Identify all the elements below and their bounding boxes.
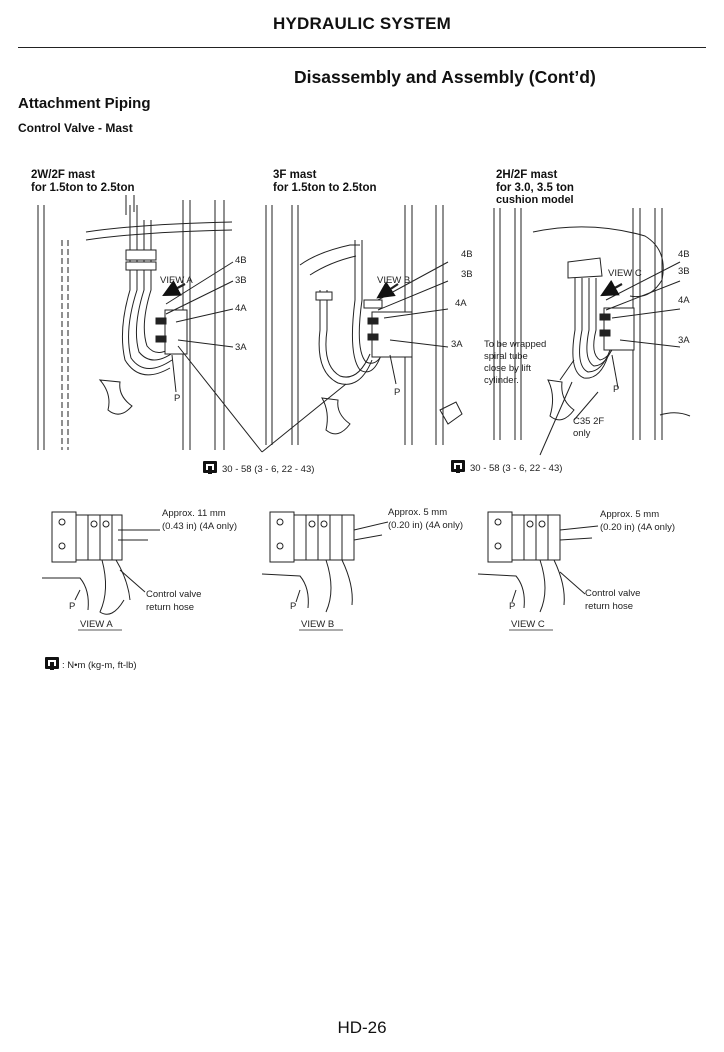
panel1-title-line2: for 1.5ton to 2.5ton <box>31 182 135 194</box>
panel2-label-4a: 4A <box>455 298 467 309</box>
note-c35-line2: only <box>573 428 591 439</box>
detail-c-view-label: VIEW C <box>511 619 545 630</box>
legend-text: : N•m (kg-m, ft-lb) <box>62 660 137 671</box>
panel-2h2f <box>493 208 691 456</box>
detail-a-approx-line1: Approx. 11 mm <box>162 508 226 519</box>
panel1-label-4a: 4A <box>235 303 247 314</box>
note-wrap-line2: spiral tube <box>484 351 528 362</box>
detail-view-a <box>42 511 160 615</box>
panel1-label-p: P <box>174 393 180 404</box>
note-wrap-line3: close by lift <box>484 363 531 374</box>
panel2-title-line2: for 1.5ton to 2.5ton <box>273 182 377 194</box>
panel-2w2f <box>37 195 263 453</box>
panel3-label-4a: 4A <box>678 295 690 306</box>
detail-view-c <box>477 511 599 613</box>
detail-c-approx-line2: (0.20 in) (4A only) <box>600 522 675 533</box>
detail-c-p-label: P <box>509 601 515 612</box>
detail-a-p-label: P <box>69 601 75 612</box>
section-title: Disassembly and Assembly (Cont’d) <box>294 67 596 87</box>
panel2-view-label: VIEW B <box>377 275 410 286</box>
panel1-label-4b: 4B <box>235 255 247 266</box>
header-rule <box>18 47 706 48</box>
panel3-label-4b: 4B <box>678 249 690 260</box>
panel1-title-line1: 2W/2F mast <box>31 169 95 181</box>
panel-3f <box>261 205 463 453</box>
detail-a-approx-line2: (0.43 in) (4A only) <box>162 521 237 532</box>
panel3-label-3a: 3A <box>678 335 690 346</box>
detail-a-return-line1: Control valve <box>146 589 201 600</box>
note-c35-line1: C35 2F <box>573 416 604 427</box>
panel3-view-label: VIEW C <box>608 268 642 279</box>
torque-spec-left: 30 - 58 (3 - 6, 22 - 43) <box>222 464 314 475</box>
heading-attachment-piping: Attachment Piping <box>18 95 151 112</box>
torque-wrench-icon <box>451 460 465 473</box>
detail-a-view-label: VIEW A <box>80 619 113 630</box>
torque-spec-right: 30 - 58 (3 - 6, 22 - 43) <box>470 463 562 474</box>
panel3-title-line1: 2H/2F mast <box>496 169 558 181</box>
header-title: HYDRAULIC SYSTEM <box>273 14 451 33</box>
detail-c-return-line1: Control valve <box>585 588 640 599</box>
detail-c-approx-line1: Approx. 5 mm <box>600 509 659 520</box>
detail-b-view-label: VIEW B <box>301 619 334 630</box>
detail-b-p-label: P <box>290 601 296 612</box>
panel2-label-3a: 3A <box>451 339 463 350</box>
panel3-title-line2: for 3.0, 3.5 ton <box>496 182 574 194</box>
panel3-label-p: P <box>613 384 619 395</box>
panel3-label-3b: 3B <box>678 266 690 277</box>
panel2-label-p: P <box>394 387 400 398</box>
detail-a-return-line2: return hose <box>146 602 194 613</box>
page-number: HD-26 <box>337 1018 387 1037</box>
detail-b-approx-line1: Approx. 5 mm <box>388 507 447 518</box>
note-wrap-line4: cylinder. <box>484 375 519 386</box>
panel2-label-4b: 4B <box>461 249 473 260</box>
heading-control-valve-mast: Control Valve - Mast <box>18 121 133 135</box>
panel2-title-line1: 3F mast <box>273 169 317 181</box>
torque-wrench-icon <box>203 461 217 474</box>
panel1-label-3b: 3B <box>235 275 247 286</box>
note-wrap-line1: To be wrapped <box>484 339 546 350</box>
panel1-view-label: VIEW A <box>160 275 193 286</box>
detail-b-approx-line2: (0.20 in) (4A only) <box>388 520 463 531</box>
panel1-label-3a: 3A <box>235 342 247 353</box>
legend-wrench-icon <box>45 657 59 670</box>
panel2-label-3b: 3B <box>461 269 473 280</box>
detail-c-return-line2: return hose <box>585 601 633 612</box>
detail-view-b <box>261 511 389 613</box>
panel3-title-line3: cushion model <box>496 194 574 206</box>
